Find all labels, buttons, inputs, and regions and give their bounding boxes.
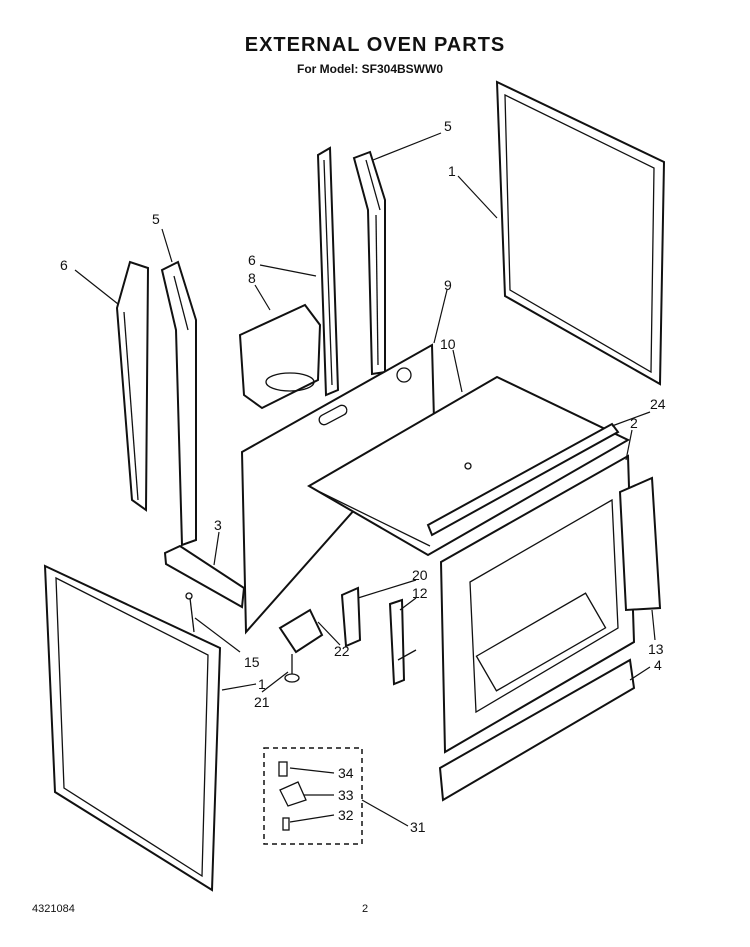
- callout-20: 20: [412, 567, 428, 583]
- part-8-burner-box: [238, 303, 322, 410]
- callout-5-left: 5: [152, 211, 160, 227]
- part-20-bracket: [340, 586, 362, 648]
- callout-labels: 5 1 5 6 6 8 9 10 24 2 3 20 12 15 22 13 4…: [60, 118, 666, 835]
- part-5-right-bracket: [352, 150, 386, 376]
- part-10-oven-tray: [307, 375, 631, 557]
- callout-22: 22: [334, 643, 350, 659]
- part-13-side-trim: [618, 476, 662, 612]
- callout-15: 15: [244, 654, 260, 670]
- part-6-left-rail: [115, 260, 150, 512]
- callout-31: 31: [410, 819, 426, 835]
- part-21-screw: [284, 654, 300, 683]
- part-4-kick-plate: [438, 658, 636, 802]
- page-title: EXTERNAL OVEN PARTS: [244, 34, 506, 56]
- part-24-rail-strip: [426, 422, 620, 537]
- part-1-bottom-frame: [43, 564, 222, 892]
- callout-4: 4: [654, 657, 662, 673]
- callout-9: 9: [444, 277, 452, 293]
- callout-12: 12: [412, 585, 428, 601]
- part-15-pin: [185, 592, 195, 633]
- callout-6-mid: 6: [248, 252, 256, 268]
- part-31-kit-box: [263, 747, 363, 845]
- model-line: For Model: SF304BSWW0: [296, 62, 443, 76]
- callout-32: 32: [338, 807, 354, 823]
- callout-10: 10: [440, 336, 456, 352]
- part-3-bottom-rail: [163, 544, 246, 609]
- callout-8: 8: [248, 270, 256, 286]
- callout-1-bottom: 1: [258, 676, 266, 692]
- part-6-mid-rail: [316, 146, 340, 397]
- callout-21: 21: [254, 694, 270, 710]
- part-2-front-frame: [439, 454, 636, 754]
- part-5-left-bracket: [160, 260, 197, 547]
- leader-lines: [74, 132, 656, 827]
- callout-3: 3: [214, 517, 222, 533]
- part-1-top-frame: [495, 80, 666, 386]
- document-number: 4321084: [32, 903, 75, 915]
- part-22-valve: [278, 608, 324, 654]
- callout-6-left: 6: [60, 257, 68, 273]
- callout-2: 2: [630, 415, 638, 431]
- part-12-hinge: [388, 598, 417, 686]
- callout-34: 34: [338, 765, 354, 781]
- callout-24: 24: [650, 396, 666, 412]
- callout-33: 33: [338, 787, 354, 803]
- callout-1-top: 1: [448, 163, 456, 179]
- page-number: 2: [362, 903, 369, 915]
- callout-13: 13: [648, 641, 664, 657]
- callout-5-top: 5: [444, 118, 452, 134]
